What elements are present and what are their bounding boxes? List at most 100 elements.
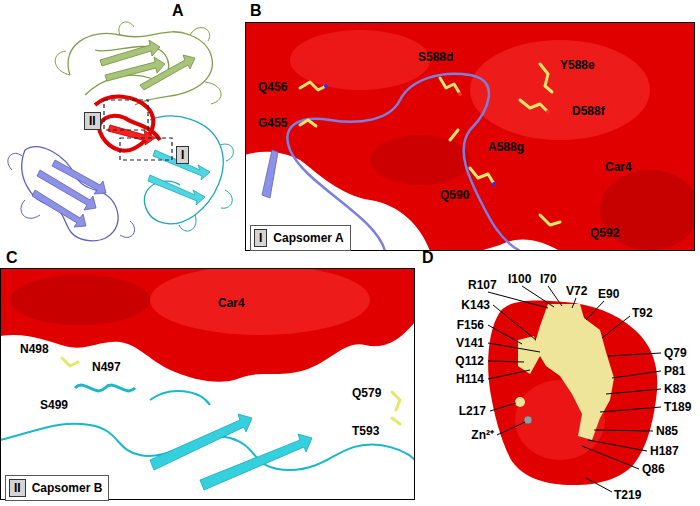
leader-line [488, 292, 548, 308]
node-text: II [89, 114, 96, 128]
residue-stick [392, 418, 400, 424]
atom-tip [324, 84, 328, 88]
residue-label: I100 [508, 272, 531, 286]
helix [75, 385, 135, 391]
node-text: Capsomer B [32, 481, 103, 495]
panel-letter: D [422, 249, 434, 267]
leader-line [493, 305, 536, 340]
panel-letter: B [250, 2, 262, 20]
region-tag: II [84, 112, 101, 130]
bound-protein-ribbon [95, 97, 160, 151]
leader-line [490, 403, 516, 411]
leader-line [594, 430, 653, 431]
beta-sheet [100, 40, 160, 66]
residue-stick [450, 130, 458, 140]
residue-stick [392, 392, 400, 410]
residue-stick [540, 64, 552, 92]
residue-label: N85 [656, 424, 678, 438]
beta-sheet [52, 160, 106, 194]
residue-label: Q592 [590, 226, 619, 240]
surface-shading [290, 30, 430, 90]
residue-label: K143 [461, 298, 490, 312]
residue-stick [62, 358, 78, 366]
leader-line [612, 371, 661, 378]
residue-label: G455 [258, 116, 287, 130]
leader-line [548, 286, 562, 306]
ribbon-coil [68, 32, 212, 105]
leader-line [488, 370, 530, 379]
surface-shading [10, 275, 150, 325]
residue-stick [540, 215, 560, 225]
surface-shading [370, 135, 470, 185]
leader-line [600, 407, 661, 412]
leader-line [488, 325, 522, 344]
residue-label: T92 [632, 306, 653, 320]
beta-sheet [32, 190, 86, 227]
leader-line [572, 298, 576, 308]
residue-label: R107 [468, 278, 497, 292]
residue-label: H114 [456, 372, 484, 386]
residue-stick [300, 82, 326, 90]
residue-stick [440, 78, 460, 94]
residue-label: T189 [664, 400, 691, 414]
leader-line [586, 301, 604, 320]
contact-patch [515, 397, 525, 407]
dashed-region-box [104, 100, 148, 130]
residue-label: H187 [650, 444, 679, 458]
contact-patch [518, 336, 540, 374]
residue-label: E90 [598, 287, 619, 301]
panel-letter: C [6, 249, 18, 267]
ion-label: Zn²⁺ [471, 428, 494, 442]
ribbon-coil [144, 116, 223, 224]
atom-tip [458, 92, 462, 96]
residue-label: Q86 [642, 462, 665, 476]
caption-box: IICapsomer B [5, 475, 109, 501]
ribbon-loop [55, 22, 221, 104]
residue-label: Q112 [455, 354, 484, 368]
surface-shading [150, 268, 370, 335]
leader-line [522, 286, 554, 307]
panel-frame [246, 23, 695, 251]
leader-line [582, 446, 639, 469]
residue-label: D588f [572, 104, 605, 118]
protein-surface [488, 301, 657, 486]
residue-label: N498 [20, 342, 49, 356]
residue-label: P81 [664, 364, 685, 378]
ribbon-coil [0, 424, 415, 470]
residue-label: Y588e [560, 58, 595, 72]
residue-stick [300, 120, 316, 126]
leader-line [602, 316, 630, 338]
protein-label: Car4 [218, 296, 245, 310]
residue-label: L217 [459, 404, 486, 418]
leader-line [488, 343, 540, 352]
residue-label: V72 [566, 284, 587, 298]
residue-label: T219 [614, 488, 641, 502]
leader-line [608, 353, 661, 356]
beta-sheet [140, 55, 195, 90]
dashed-region-box [120, 138, 172, 160]
surface-shading [470, 40, 650, 140]
leader-line [488, 361, 524, 362]
contact-patch [534, 304, 614, 440]
leader-line [586, 478, 612, 492]
residue-label: T593 [352, 424, 379, 438]
residue-label: K83 [664, 382, 686, 396]
beta-sheet [262, 150, 278, 198]
panel-frame [1, 269, 415, 500]
residue-label: I70 [540, 272, 557, 286]
residue-label: Q579 [352, 386, 381, 400]
residue-label: S588d [418, 50, 453, 64]
leader-line [588, 440, 647, 451]
leader-line [497, 422, 525, 435]
caption-box: ICapsomer A [250, 225, 351, 251]
residue-stick [470, 168, 494, 184]
residue-label: V141 [456, 336, 484, 350]
residue-label: Q590 [440, 188, 469, 202]
protein-label: Car4 [605, 160, 632, 174]
beta-sheet [150, 414, 252, 470]
atom-tip [492, 182, 496, 186]
node-text: Capsomer A [273, 231, 343, 245]
